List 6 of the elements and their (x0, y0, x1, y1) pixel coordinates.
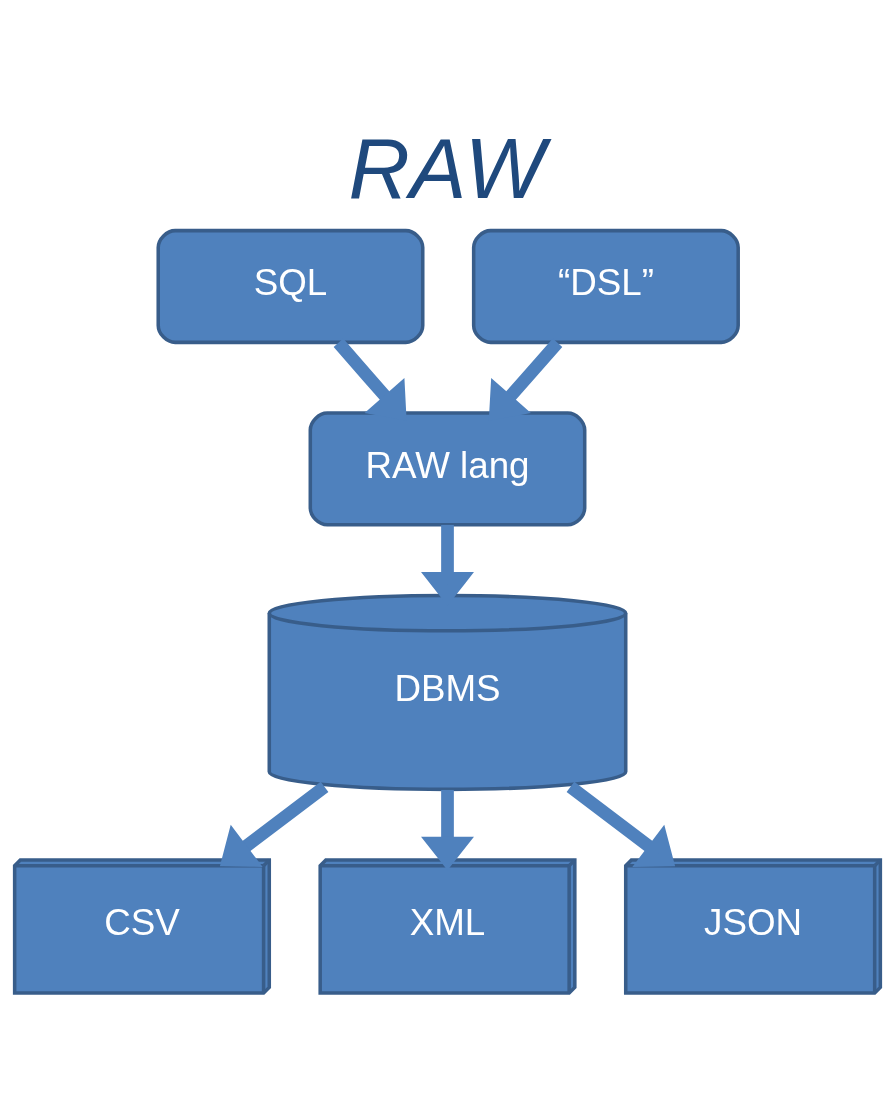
arrow (420, 789, 474, 870)
arrow (219, 781, 328, 867)
node-box: “DSL” (471, 228, 740, 344)
node-box: RAW lang (308, 410, 586, 527)
arrow (566, 781, 675, 867)
node-box: SQL (155, 228, 424, 344)
